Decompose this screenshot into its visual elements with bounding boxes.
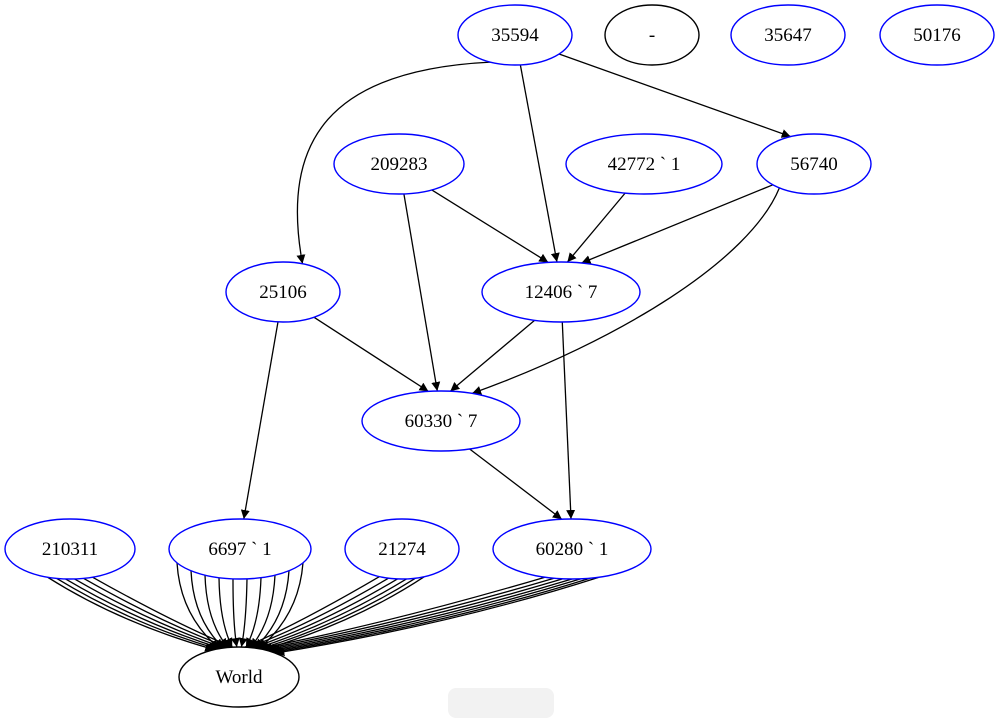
- node-ellipse[interactable]: [178, 646, 300, 708]
- node-60280-1[interactable]: 60280 ` 1: [492, 518, 652, 580]
- edge-210311-to-world: [65, 578, 222, 651]
- edge-35594-to-25106: [296, 61, 491, 264]
- node-label: 60330 ` 7: [405, 411, 478, 432]
- node-56740[interactable]: 56740: [756, 133, 872, 195]
- node-world[interactable]: World: [178, 646, 300, 708]
- node-35594[interactable]: 35594: [457, 4, 573, 66]
- edge-60280-1-to-world: [270, 578, 582, 655]
- edges: [47, 53, 791, 657]
- node-60330-7[interactable]: 60330 ` 7: [361, 390, 521, 452]
- edge-12406-7-to-60280-1: [561, 321, 576, 520]
- node-ellipse[interactable]: [481, 261, 641, 323]
- node-42772-1[interactable]: 42772 ` 1: [565, 133, 723, 195]
- node-12406-7[interactable]: 12406 ` 7: [481, 261, 641, 323]
- edge-209283-to-12406-7: [431, 189, 549, 263]
- edge-60280-1-to-world: [273, 577, 591, 656]
- edge-35594-to-12406-7: [519, 64, 560, 263]
- edge-56740-to-12406-7: [581, 184, 774, 264]
- edge-6697-1-to-world: [190, 570, 224, 649]
- node-ellipse[interactable]: [168, 518, 312, 580]
- node-label: 50176: [913, 25, 961, 46]
- node-label: 210311: [42, 539, 98, 560]
- edge-6697-1-to-world: [204, 575, 229, 648]
- node-21274[interactable]: 21274: [344, 518, 460, 580]
- node-210311[interactable]: 210311: [4, 518, 136, 580]
- edge-21274-to-world: [259, 577, 416, 651]
- node-dash[interactable]: -: [604, 4, 700, 66]
- edge-6697-1-to-world: [176, 562, 220, 650]
- edge-21274-to-world: [256, 578, 407, 650]
- edge-210311-to-world: [47, 576, 215, 652]
- node-ellipse[interactable]: [457, 4, 573, 66]
- edge-60330-7-to-60280-1: [469, 448, 563, 520]
- node-label: 60280 ` 1: [536, 539, 609, 560]
- edge-42772-1-to-12406-7: [566, 192, 626, 263]
- node-ellipse[interactable]: [225, 261, 341, 323]
- edge-60280-1-to-world: [262, 577, 555, 653]
- edge-12406-7-to-60330-7: [449, 319, 536, 392]
- edge-210311-to-world: [74, 578, 225, 650]
- node-6697-1[interactable]: 6697 ` 1: [168, 518, 312, 580]
- node-label: 6697 ` 1: [208, 539, 271, 560]
- node-label: -: [649, 25, 655, 46]
- node-50176[interactable]: 50176: [879, 4, 995, 66]
- node-label: 35647: [764, 25, 812, 46]
- node-25106[interactable]: 25106: [225, 261, 341, 323]
- node-ellipse[interactable]: [730, 4, 846, 66]
- node-ellipse[interactable]: [604, 4, 700, 66]
- bottom-tab-placeholder: [448, 688, 554, 718]
- node-label: 12406 ` 7: [525, 282, 598, 303]
- edge-25106-to-60330-7: [313, 316, 429, 392]
- node-ellipse[interactable]: [879, 4, 995, 66]
- edge-21274-to-world: [252, 578, 398, 650]
- node-ellipse[interactable]: [756, 133, 872, 195]
- node-209283[interactable]: 209283: [333, 133, 465, 195]
- node-label: 42772 ` 1: [608, 154, 681, 175]
- edge-6697-1-to-world: [238, 578, 248, 648]
- node-label: 35594: [491, 25, 539, 46]
- edge-6697-1-to-world: [258, 562, 304, 650]
- node-ellipse[interactable]: [492, 518, 652, 580]
- edge-6697-1-to-world: [230, 578, 240, 648]
- node-ellipse[interactable]: [361, 390, 521, 452]
- node-35647[interactable]: 35647: [730, 4, 846, 66]
- edge-6697-1-to-world: [218, 577, 233, 648]
- edge-60280-1-to-world: [265, 578, 564, 653]
- edge-56740-to-60330-7: [471, 187, 781, 395]
- edge-25106-to-6697-1: [240, 321, 279, 520]
- node-label: 56740: [790, 154, 838, 175]
- node-label: 25106: [259, 282, 307, 303]
- nodes: 35594 - 35647 50176 209283 42772 ` 1 56740 2510…: [4, 4, 995, 708]
- node-ellipse[interactable]: [344, 518, 460, 580]
- node-label: World: [215, 667, 263, 688]
- node-label: 21274: [378, 539, 426, 560]
- node-ellipse[interactable]: [565, 133, 723, 195]
- edge-60280-1-to-world: [258, 576, 546, 652]
- node-ellipse[interactable]: [4, 518, 136, 580]
- edge-35594-to-56740: [558, 53, 791, 138]
- edge-210311-to-world: [56, 577, 218, 651]
- edge-60280-1-to-world: [275, 576, 600, 657]
- node-ellipse[interactable]: [333, 133, 465, 195]
- edge-60280-1-to-world: [268, 578, 573, 654]
- edge-209283-to-60330-7: [403, 193, 441, 392]
- node-label: 209283: [371, 154, 428, 175]
